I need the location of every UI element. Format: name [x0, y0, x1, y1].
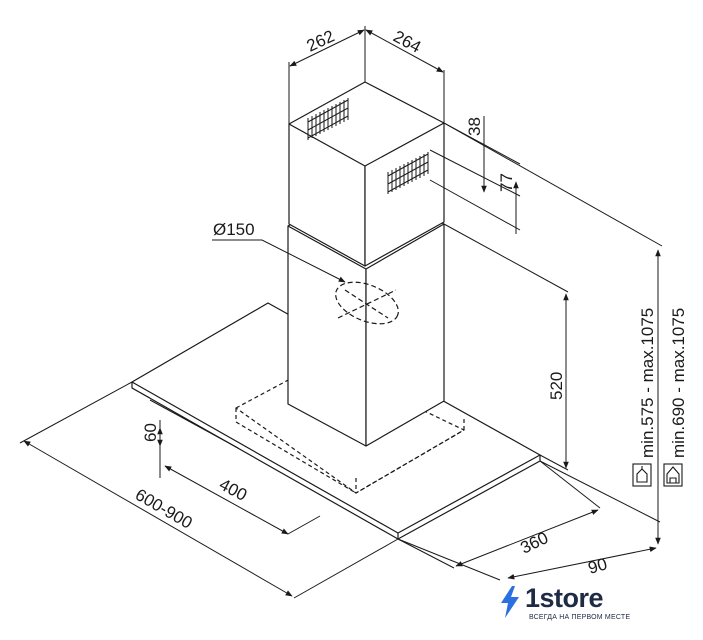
dim-height-range-sloped: min.690 - max.1075	[669, 308, 688, 458]
dim-outlet-height: 77	[497, 173, 516, 192]
brand-logo: 1store ВСЕГДА НА ПЕРВОМ МЕСТЕ	[497, 583, 631, 627]
duct-outlet	[335, 281, 399, 325]
vent-slots-left	[307, 98, 349, 140]
lightning-bolt-icon	[501, 586, 519, 618]
house-flat-ceiling-icon	[632, 463, 652, 487]
dim-cropped-label: 90	[586, 554, 609, 577]
dim-outlet-offset: 38	[465, 117, 484, 136]
dim-lower-chimney-height: 520	[547, 372, 566, 400]
vent-slots-right	[387, 152, 429, 194]
brand-tagline: ВСЕГДА НА ПЕРВОМ МЕСТЕ	[529, 614, 631, 621]
dim-glass-thickness: 60	[141, 423, 160, 442]
dim-height-range-flat: min.575 - max.1075	[638, 308, 657, 458]
house-sloped-ceiling-icon	[663, 463, 683, 487]
brand-name: 1store	[525, 583, 604, 613]
dim-canopy-depth: 360	[517, 528, 551, 558]
dim-chimney-depth: 264	[390, 27, 424, 57]
dim-canopy-inner-depth: 400	[216, 475, 250, 505]
dim-outlet-diameter: Ø150	[213, 220, 255, 239]
dim-chimney-width: 262	[304, 26, 338, 55]
